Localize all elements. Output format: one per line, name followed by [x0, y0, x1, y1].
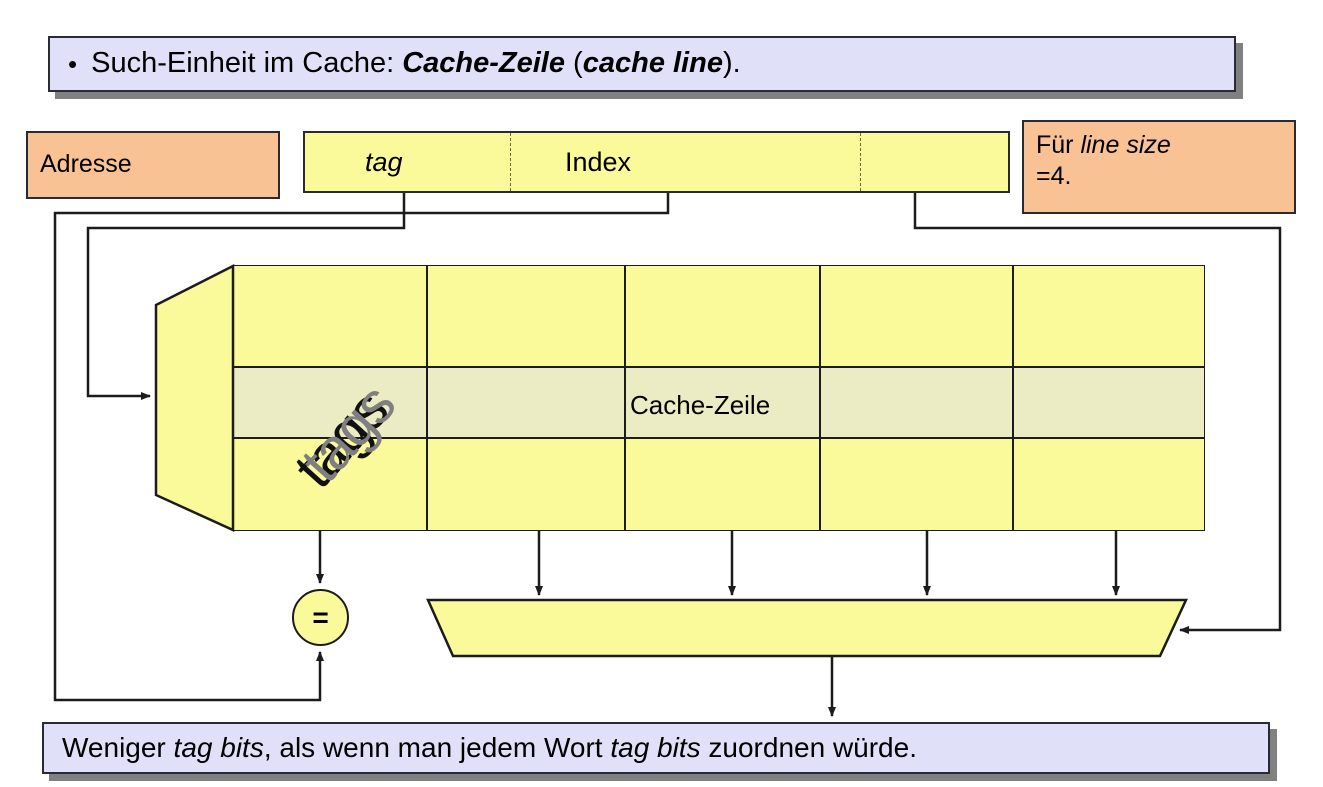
cache-cell-r2c2 — [625, 438, 820, 531]
cache-cell-r2c1 — [427, 438, 625, 531]
address-field-divider-1 — [510, 133, 511, 191]
tag-decoder-shape — [154, 263, 235, 532]
bullet-icon: • — [68, 49, 78, 79]
line-size-note-box: Für line size =4. — [1022, 120, 1296, 214]
comparator-equals: = — [292, 589, 349, 646]
line-size-value: =4. — [1036, 162, 1072, 191]
cache-cell-r0c3 — [820, 265, 1013, 367]
line-size-italic: line size — [1080, 131, 1171, 159]
footer-seg-2: , als wenn man jedem Wort — [263, 731, 611, 763]
cache-cell-r2c3 — [820, 438, 1013, 531]
multiplexer-shape — [426, 598, 1188, 658]
footer-note-box: Weniger tag bits, als wenn man jedem Wor… — [42, 722, 1270, 774]
title-seg-2: ( — [565, 47, 583, 80]
title-bullet-text: Such-Einheit im Cache: Cache-Zeile (cach… — [91, 47, 741, 80]
cache-cell-r0c4 — [1013, 265, 1205, 367]
cache-cell-r1c3 — [820, 367, 1013, 438]
address-field-index-label: Index — [565, 147, 632, 177]
title-bullet-box: • Such-Einheit im Cache: Cache-Zeile (ca… — [48, 36, 1236, 92]
line-size-note-text: Für line size =4. — [1024, 122, 1294, 201]
cache-cell-r2c4 — [1013, 438, 1205, 531]
address-field: tag Index — [303, 131, 1010, 193]
cache-cell-r0c1 — [427, 265, 625, 367]
footer-seg-4: zuordnen würde. — [700, 731, 917, 763]
footer-seg-3: tag bits — [610, 731, 701, 763]
footer-note-text: Weniger tag bits, als wenn man jedem Wor… — [44, 731, 917, 764]
cache-line-cell-label: Cache-Zeile — [630, 390, 771, 420]
address-field-divider-2 — [860, 133, 861, 191]
cache-cell-r1c4 — [1013, 367, 1205, 438]
address-label-box: Adresse — [26, 131, 280, 199]
title-seg-0: Such-Einheit im Cache: — [91, 47, 403, 80]
title-seg-3: cache line — [582, 47, 723, 80]
address-field-tag-label: tag — [365, 147, 403, 177]
cache-cell-r0c0 — [233, 265, 427, 367]
footer-seg-0: Weniger — [62, 731, 174, 763]
line-size-prefix: Für — [1036, 131, 1081, 159]
cache-cell-r1c1 — [427, 367, 625, 438]
cache-cell-r0c2 — [625, 265, 820, 367]
address-label-text: Adresse — [40, 150, 132, 179]
title-seg-4: ). — [722, 47, 741, 80]
footer-seg-1: tag bits — [173, 731, 264, 763]
title-seg-1: Cache-Zeile — [402, 47, 565, 80]
